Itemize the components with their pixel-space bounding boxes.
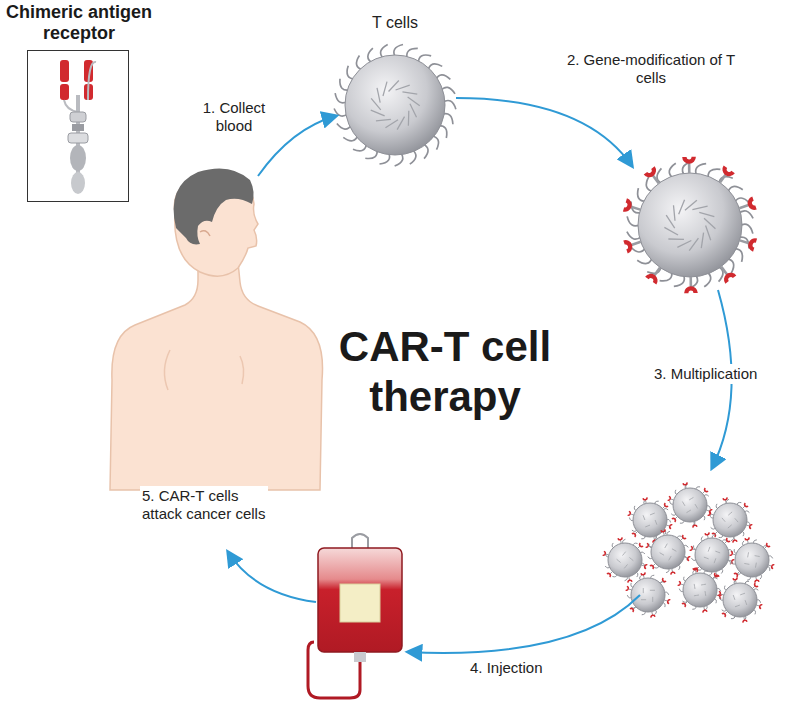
step-label: 1. Collect blood [186,98,282,136]
car-t-cell [690,532,735,577]
node-heading: T cells [340,12,450,33]
step-label: 3. Multiplication [652,364,796,384]
step-label: 4. Injection [468,658,582,678]
diagram-title: CAR-T cell therapy [320,322,570,422]
step-label: 2. Gene-modification of T cells [560,50,742,88]
car-t-cell [718,577,763,622]
car-t-cell [626,572,671,617]
node-heading: Chimeric antigen receptor [4,2,154,44]
car-t-cell [708,497,753,542]
car-t-cell [646,529,691,574]
car-t-cell [678,567,723,612]
legend-box: Chimeric antigen receptor [4,2,154,200]
receptor-symbol [60,60,96,194]
t-cell [334,44,456,166]
cell-label-group: T cells [340,12,450,33]
car-t-cell [603,537,648,582]
car-t-cell [730,537,775,582]
car-t-cell [668,482,713,527]
patient-figure [110,168,323,490]
car-t-cell [624,157,757,293]
iv-bag [308,534,402,698]
step-label: 5. CAR-T cells attack cancer cells [140,486,268,524]
receptor-frame [27,50,129,202]
